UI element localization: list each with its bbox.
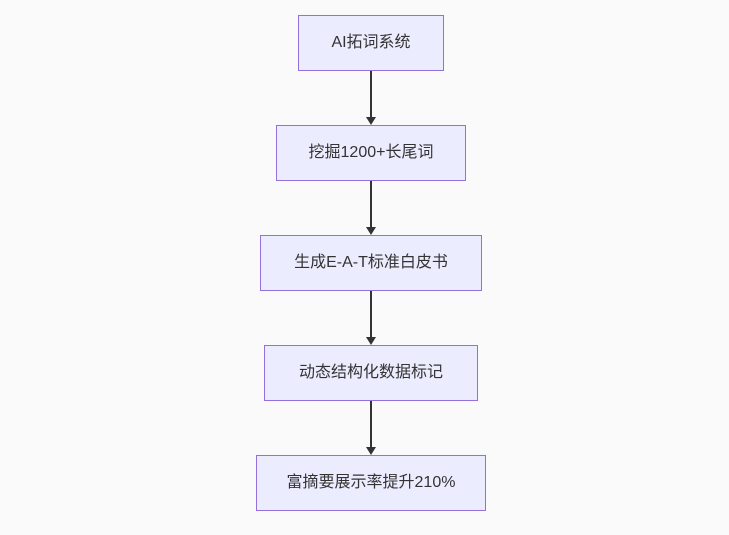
arrowhead-down-icon: [366, 337, 376, 345]
flow-arrow: [366, 291, 376, 345]
arrow-line: [370, 401, 372, 447]
flow-node-label: 富摘要展示率提升210%: [286, 474, 456, 491]
flow-node-ai-system: AI拓词系统: [298, 15, 444, 71]
flow-node-label: 生成E-A-T标准白皮书: [294, 254, 448, 271]
arrow-line: [370, 71, 372, 117]
flow-node-rich-snippet-result: 富摘要展示率提升210%: [256, 455, 486, 511]
flowchart: AI拓词系统 挖掘1200+长尾词 生成E-A-T标准白皮书 动态结构化数据标记: [256, 15, 486, 511]
arrow-line: [370, 291, 372, 337]
arrowhead-down-icon: [366, 117, 376, 125]
flow-node-label: AI拓词系统: [331, 34, 411, 51]
flow-node-eat-whitepaper: 生成E-A-T标准白皮书: [260, 235, 482, 291]
arrow-line: [370, 181, 372, 227]
flow-arrow: [366, 71, 376, 125]
flow-node-label: 动态结构化数据标记: [298, 364, 443, 381]
flow-arrow: [366, 181, 376, 235]
arrowhead-down-icon: [366, 227, 376, 235]
flow-node-longtail-keywords: 挖掘1200+长尾词: [276, 125, 466, 181]
flow-node-label: 挖掘1200+长尾词: [308, 144, 434, 161]
flow-node-structured-data: 动态结构化数据标记: [264, 345, 478, 401]
arrowhead-down-icon: [366, 447, 376, 455]
flow-arrow: [366, 401, 376, 455]
